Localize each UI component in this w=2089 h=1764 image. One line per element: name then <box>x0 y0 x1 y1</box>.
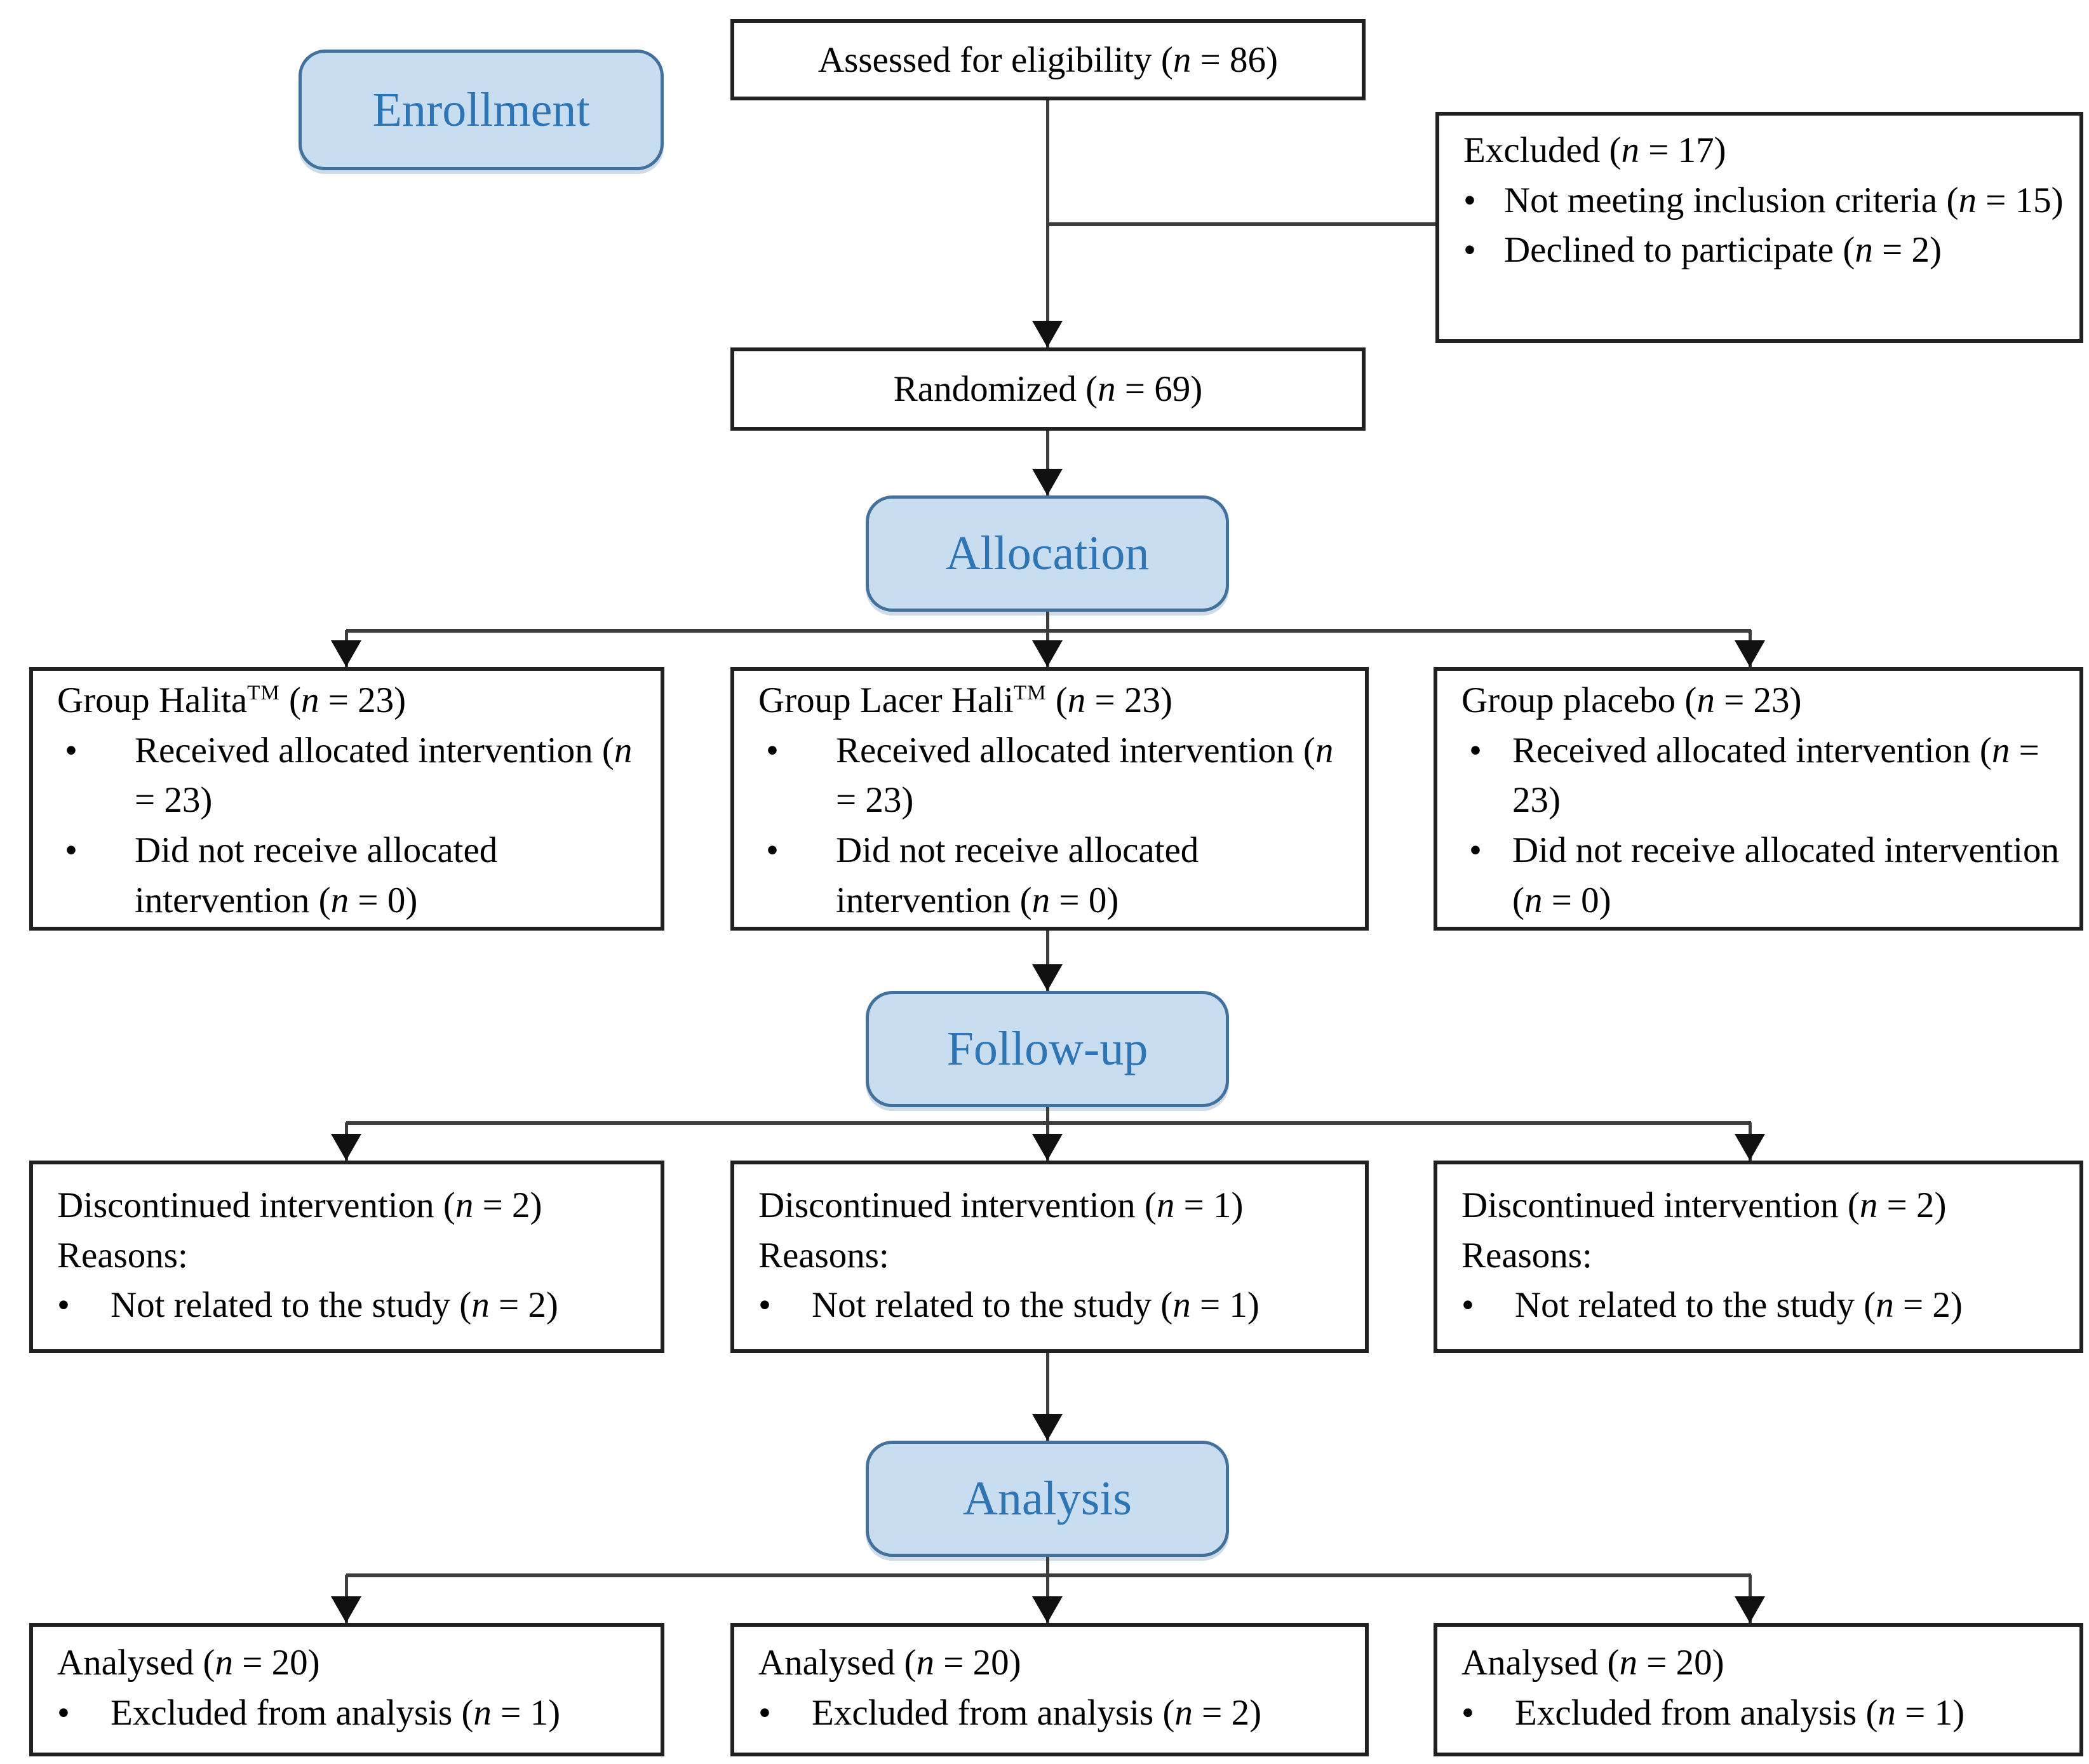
connector-line <box>1047 222 1435 226</box>
arrow-down-icon <box>1032 640 1063 667</box>
bullet-icon: • <box>758 1285 771 1326</box>
reasons-label: Reasons: <box>1461 1235 1592 1276</box>
reasons-label: Reasons: <box>758 1235 889 1276</box>
group-bullet-row: • Received allocated intervention (n = 2… <box>57 726 647 826</box>
bullet-icon: • <box>57 1285 70 1326</box>
excluded-title: Excluded (n = 17) <box>1463 130 1726 170</box>
followup-bullet-row: • Not related to the study (n = 2) <box>1461 1281 2065 1331</box>
connector-line <box>1046 931 1049 991</box>
bullet-icon: • <box>1469 730 1482 771</box>
bullet-icon: • <box>1461 1285 1474 1326</box>
arrow-down-icon <box>1032 1596 1063 1623</box>
bullet-icon: • <box>57 1692 70 1733</box>
assessed-box: Assessed for eligibility (n = 86) <box>730 19 1366 100</box>
analysed-box-placebo: Analysed (n = 20) • Excluded from analys… <box>1434 1623 2083 1756</box>
bullet-icon: • <box>766 730 779 771</box>
stage-pill-followup: Follow-up <box>866 991 1229 1107</box>
discontinued-text: Discontinued intervention (n = 2) <box>57 1185 542 1225</box>
arrow-down-icon <box>331 640 361 667</box>
analysed-box-lacer-hali: Analysed (n = 20) • Excluded from analys… <box>730 1623 1369 1756</box>
group-bullet-text: Received allocated intervention (n = 23) <box>135 730 633 821</box>
group-bullet-text: Did not receive allocated intervention (… <box>135 830 498 920</box>
bullet-icon: • <box>766 830 779 870</box>
connector-line <box>1046 431 1049 495</box>
group-bullet-row: • Did not receive allocated intervention… <box>57 826 647 926</box>
analysed-bullet-text: Excluded from analysis (n = 1) <box>1515 1692 1965 1733</box>
group-bullet-row: • Received allocated intervention (n = 2… <box>758 726 1351 826</box>
arrow-down-icon <box>1032 1134 1063 1161</box>
arrow-down-icon <box>1735 640 1765 667</box>
followup-box-halita: Discontinued intervention (n = 2) Reason… <box>29 1161 664 1353</box>
stage-pill-analysis: Analysis <box>866 1441 1229 1557</box>
stage-label-analysis: Analysis <box>963 1472 1132 1525</box>
randomized-box: Randomized (n = 69) <box>730 347 1366 431</box>
arrow-down-icon <box>1735 1596 1765 1623</box>
arrow-down-icon <box>1032 1414 1063 1441</box>
followup-bullet-text: Not related to the study (n = 1) <box>812 1285 1259 1326</box>
stage-label-followup: Follow-up <box>946 1022 1148 1075</box>
connector-line <box>1046 1107 1049 1123</box>
followup-box-placebo: Discontinued intervention (n = 2) Reason… <box>1434 1161 2083 1353</box>
excluded-bullet-text: Not meeting inclusion criteria (n = 15) <box>1504 180 2064 220</box>
connector-line <box>1046 1557 1049 1575</box>
bullet-icon: • <box>1463 230 1476 271</box>
arrow-down-icon <box>331 1134 361 1161</box>
followup-bullet-text: Not related to the study (n = 2) <box>1515 1285 1963 1326</box>
discontinued-text: Discontinued intervention (n = 2) <box>1461 1185 1947 1225</box>
discontinued-text: Discontinued intervention (n = 1) <box>758 1185 1244 1225</box>
connector-line <box>1046 1353 1049 1441</box>
arrow-down-icon <box>1735 1134 1765 1161</box>
followup-box-lacer-hali: Discontinued intervention (n = 1) Reason… <box>730 1161 1369 1353</box>
arrow-down-icon <box>331 1596 361 1623</box>
followup-bullet-text: Not related to the study (n = 2) <box>111 1285 558 1326</box>
group-title: Group placebo (n = 23) <box>1461 680 1802 720</box>
bullet-icon: • <box>65 730 77 771</box>
arrow-down-icon <box>1032 469 1063 495</box>
allocation-group-box-halita: Group HalitaTM (n = 23) • Received alloc… <box>29 667 664 931</box>
group-bullet-row: • Received allocated intervention (n = 2… <box>1461 726 2065 826</box>
bullet-icon: • <box>65 830 77 870</box>
group-bullet-text: Received allocated intervention (n = 23) <box>1512 730 2039 821</box>
analysed-box-halita: Analysed (n = 20) • Excluded from analys… <box>29 1623 664 1756</box>
followup-bullet-row: • Not related to the study (n = 1) <box>758 1281 1351 1331</box>
analysed-bullet-row: • Excluded from analysis (n = 1) <box>1461 1688 2065 1739</box>
bullet-icon: • <box>758 1692 771 1733</box>
randomized-text: Randomized (n = 69) <box>893 369 1203 409</box>
stage-label-enrollment: Enrollment <box>372 83 590 137</box>
analysed-text: Analysed (n = 20) <box>1461 1643 1724 1683</box>
bullet-icon: • <box>1469 830 1482 870</box>
bullet-icon: • <box>1461 1692 1474 1733</box>
analysed-text: Analysed (n = 20) <box>57 1643 320 1683</box>
stage-pill-enrollment: Enrollment <box>299 50 664 170</box>
excluded-box: Excluded (n = 17) • Not meeting inclusio… <box>1435 112 2083 343</box>
arrow-down-icon <box>1032 321 1063 347</box>
allocation-group-box-placebo: Group placebo (n = 23) • Received alloca… <box>1434 667 2083 931</box>
group-title: Group HalitaTM (n = 23) <box>57 680 406 720</box>
connector-line <box>1046 612 1049 631</box>
group-bullet-text: Did not receive allocated intervention (… <box>1512 830 2059 920</box>
group-bullet-row: • Did not receive allocated intervention… <box>1461 826 2065 926</box>
group-bullet-row: • Did not receive allocated intervention… <box>758 826 1351 926</box>
followup-bullet-row: • Not related to the study (n = 2) <box>57 1281 647 1331</box>
group-bullet-text: Received allocated intervention (n = 23) <box>836 730 1334 821</box>
group-title: Group Lacer HaliTM (n = 23) <box>758 680 1172 720</box>
analysed-text: Analysed (n = 20) <box>758 1643 1021 1683</box>
assessed-text: Assessed for eligibility (n = 86) <box>818 39 1278 80</box>
stage-label-allocation: Allocation <box>945 527 1150 580</box>
excluded-bullet-row: • Declined to participate (n = 2) <box>1463 226 2065 276</box>
arrow-down-icon <box>1032 964 1063 991</box>
excluded-bullet-text: Declined to participate (n = 2) <box>1504 230 1942 271</box>
reasons-label: Reasons: <box>57 1235 188 1276</box>
analysed-bullet-row: • Excluded from analysis (n = 2) <box>758 1688 1351 1739</box>
stage-pill-allocation: Allocation <box>866 495 1229 612</box>
analysed-bullet-text: Excluded from analysis (n = 2) <box>812 1692 1262 1733</box>
excluded-bullet-row: • Not meeting inclusion criteria (n = 15… <box>1463 176 2065 226</box>
analysed-bullet-row: • Excluded from analysis (n = 1) <box>57 1688 647 1739</box>
analysed-bullet-text: Excluded from analysis (n = 1) <box>111 1692 561 1733</box>
group-bullet-text: Did not receive allocated intervention (… <box>836 830 1199 920</box>
bullet-icon: • <box>1463 180 1476 220</box>
allocation-group-box-lacer-hali: Group Lacer HaliTM (n = 23) • Received a… <box>730 667 1369 931</box>
